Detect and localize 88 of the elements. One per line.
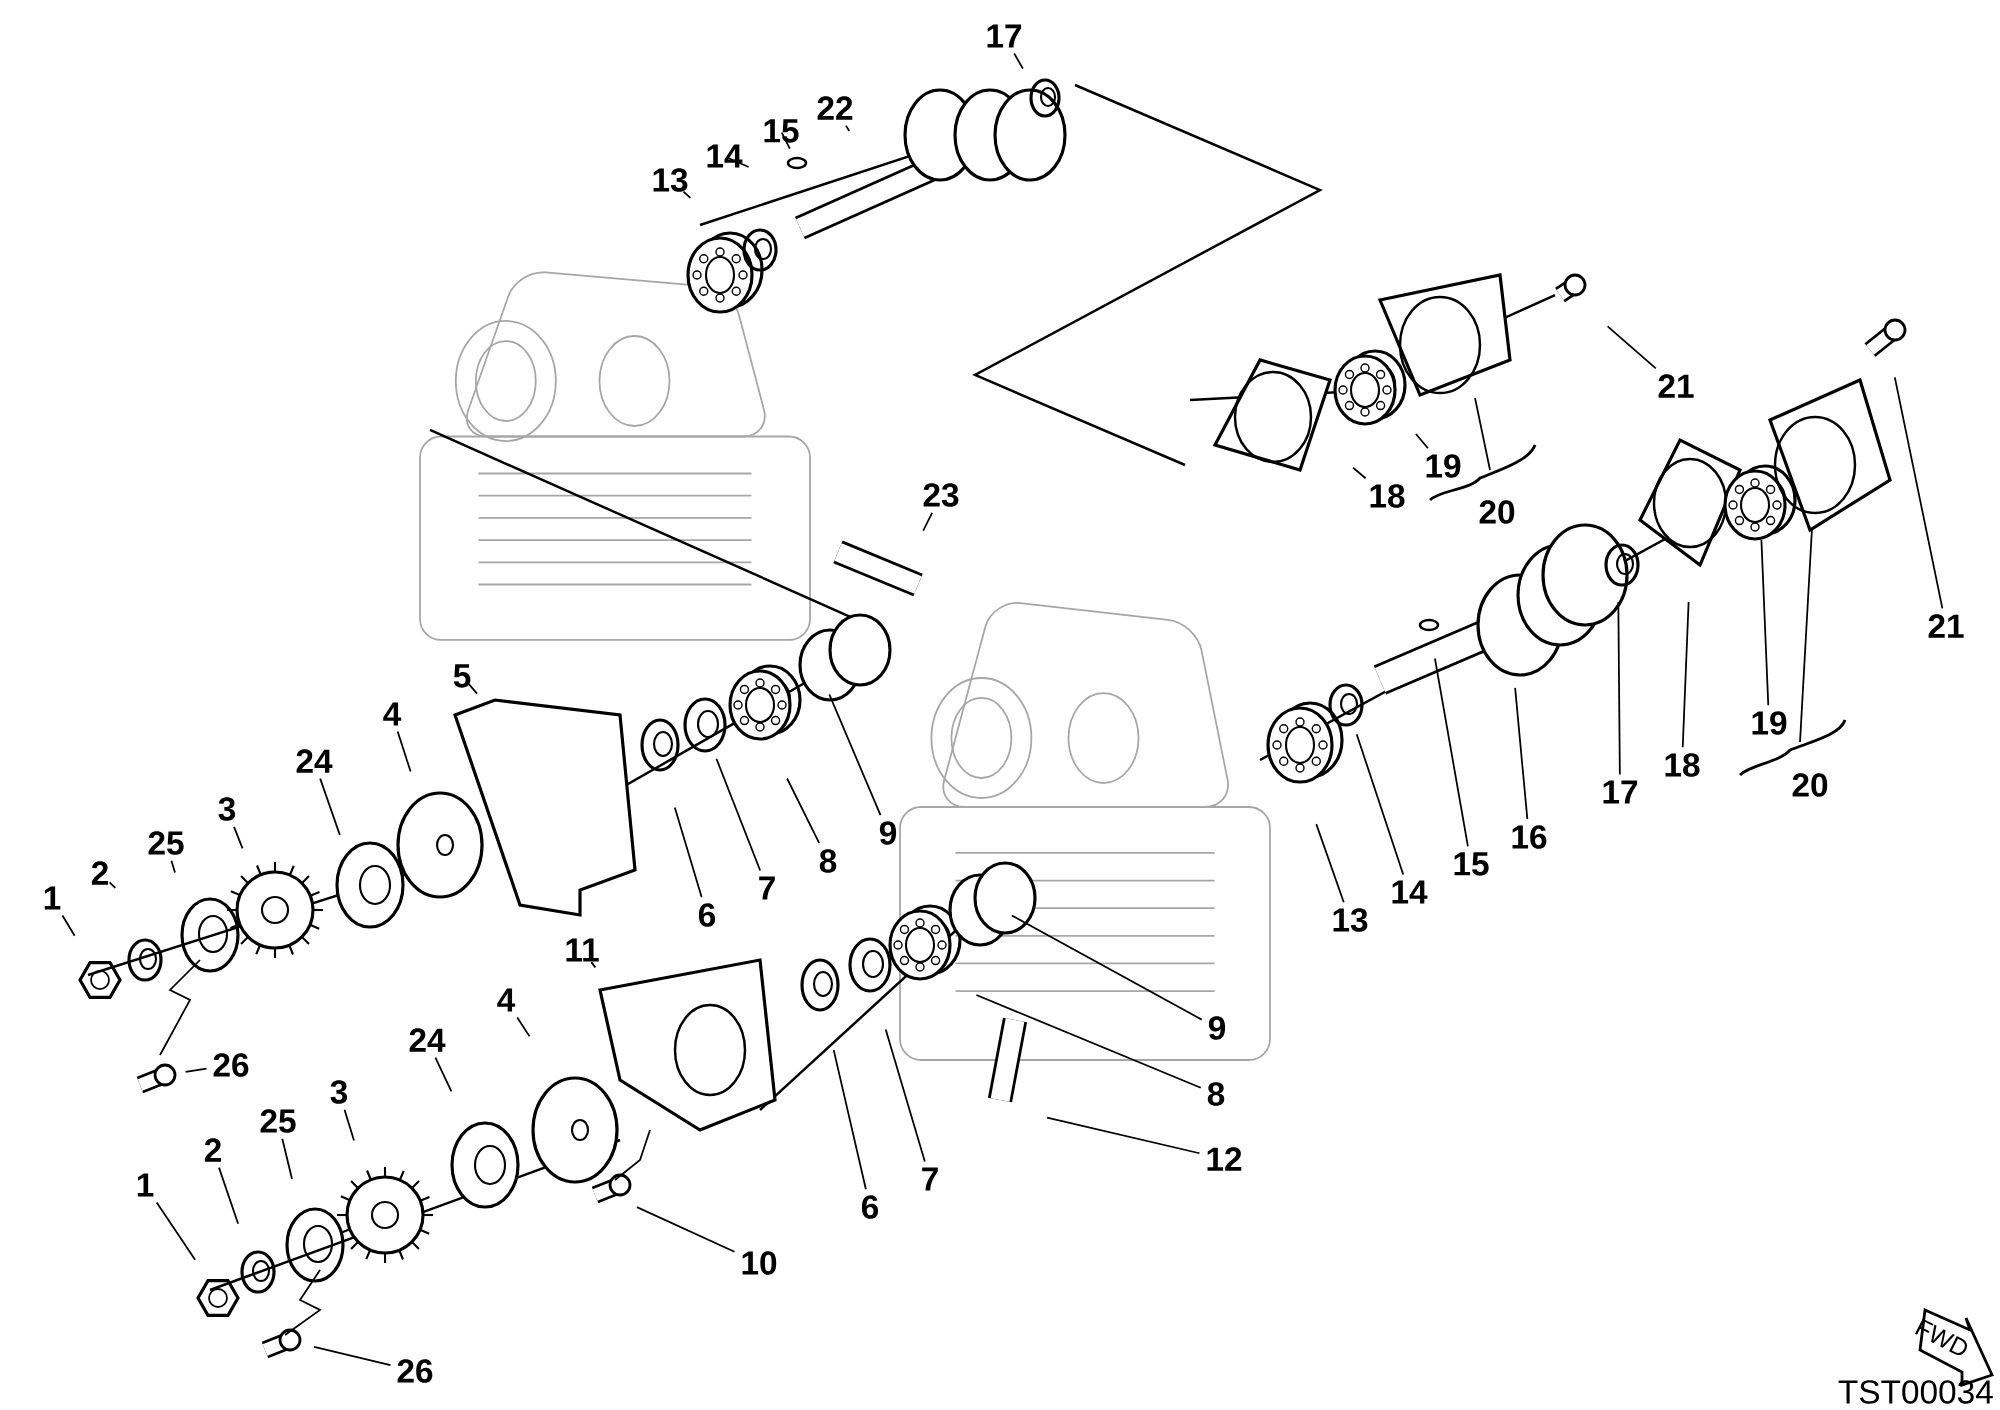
callout-number: 26 xyxy=(397,1359,433,1383)
callout-number: 13 xyxy=(1333,908,1368,932)
callout-number: 14 xyxy=(1392,880,1428,904)
leader-line xyxy=(715,757,762,872)
leader-line xyxy=(233,825,244,850)
leader-line xyxy=(728,157,750,168)
callout-number: 3 xyxy=(330,1080,348,1104)
callout-number: 1 xyxy=(44,886,61,910)
callout-number: 15 xyxy=(1454,852,1489,876)
callout-number: 4 xyxy=(497,988,516,1012)
callout-number: 4 xyxy=(383,702,402,726)
leader-line xyxy=(832,1049,867,1191)
callout-number: 9 xyxy=(879,821,897,845)
leader-line xyxy=(170,859,176,874)
callout-number: 23 xyxy=(923,483,959,507)
leader-line xyxy=(1355,733,1405,876)
leader-line xyxy=(636,1206,736,1253)
leader-line xyxy=(1514,687,1529,821)
leader-line xyxy=(218,1166,239,1225)
leader-line xyxy=(1010,914,1203,1021)
callout-number: 22 xyxy=(817,96,853,120)
callout-number: 19 xyxy=(1752,711,1787,735)
callout-number: 2 xyxy=(204,1138,221,1162)
leader-line xyxy=(682,190,692,199)
leader-line xyxy=(61,914,76,937)
leader-line xyxy=(922,511,933,532)
callout-number: 3 xyxy=(218,797,236,821)
leader-line xyxy=(1352,466,1367,480)
leader-line xyxy=(975,994,1202,1089)
callout-number: 13 xyxy=(653,168,688,192)
callout-number: 2 xyxy=(91,861,108,885)
callout-number: 24 xyxy=(409,1028,446,1052)
callout-number: 18 xyxy=(1665,753,1700,777)
leader-line xyxy=(1415,433,1429,450)
leader-line xyxy=(468,683,478,695)
callout-number: 25 xyxy=(260,1109,296,1133)
callout-number: 7 xyxy=(759,876,775,900)
leader-line xyxy=(828,693,882,817)
leader-line xyxy=(1617,601,1621,776)
leader-line xyxy=(673,806,703,899)
leader-line xyxy=(884,1028,926,1163)
leader-line xyxy=(1760,539,1770,707)
callout-number: 8 xyxy=(819,849,837,873)
callout-number: 20 xyxy=(1792,773,1828,797)
leader-line xyxy=(516,1016,531,1038)
callout-number: 21 xyxy=(1928,614,1964,638)
callout-number: 17 xyxy=(1603,780,1638,804)
leader-line xyxy=(590,961,597,969)
callout-number: 10 xyxy=(742,1251,777,1275)
leader-line xyxy=(1893,376,1944,610)
callout-number: 21 xyxy=(1658,374,1694,398)
callout-number: 1 xyxy=(137,1173,154,1197)
leader-line xyxy=(343,1108,355,1142)
leader-line xyxy=(108,881,117,889)
leader-line xyxy=(1434,657,1469,848)
leader-line xyxy=(1046,1116,1201,1155)
leader-line xyxy=(155,1201,196,1261)
leader-line xyxy=(184,1067,208,1073)
callout-number: 5 xyxy=(453,664,471,688)
callout-number: 12 xyxy=(1207,1147,1242,1171)
leader-line xyxy=(1315,823,1345,904)
leader-line xyxy=(396,730,412,773)
leader-line xyxy=(845,124,851,132)
callout-number: 18 xyxy=(1370,484,1405,508)
leader-line xyxy=(434,1056,453,1093)
leader-line xyxy=(1013,52,1024,70)
callout-number: 9 xyxy=(1208,1016,1226,1040)
callout-number: 8 xyxy=(1207,1082,1225,1106)
callout-number: 19 xyxy=(1426,454,1461,478)
callout-number: 24 xyxy=(296,749,333,773)
callout-number: 14 xyxy=(707,144,743,168)
callout-number: 17 xyxy=(987,24,1022,48)
callout-number: 16 xyxy=(1512,825,1547,849)
leader-line xyxy=(1606,325,1657,370)
leader-line xyxy=(281,1137,293,1180)
leader-line xyxy=(319,777,341,836)
leader-line xyxy=(1681,601,1690,749)
callout-number: 25 xyxy=(148,831,184,855)
leader-line xyxy=(780,131,791,150)
callout-number: 11 xyxy=(566,938,599,962)
leader-line xyxy=(786,777,821,845)
callout-number: 20 xyxy=(1479,500,1515,524)
callout-number: 6 xyxy=(861,1195,879,1219)
callout-number: 6 xyxy=(698,903,716,927)
callout-number: 26 xyxy=(213,1053,249,1077)
callout-number: 7 xyxy=(922,1167,938,1191)
callout-number: 15 xyxy=(764,119,799,143)
leader-line xyxy=(313,1346,392,1367)
